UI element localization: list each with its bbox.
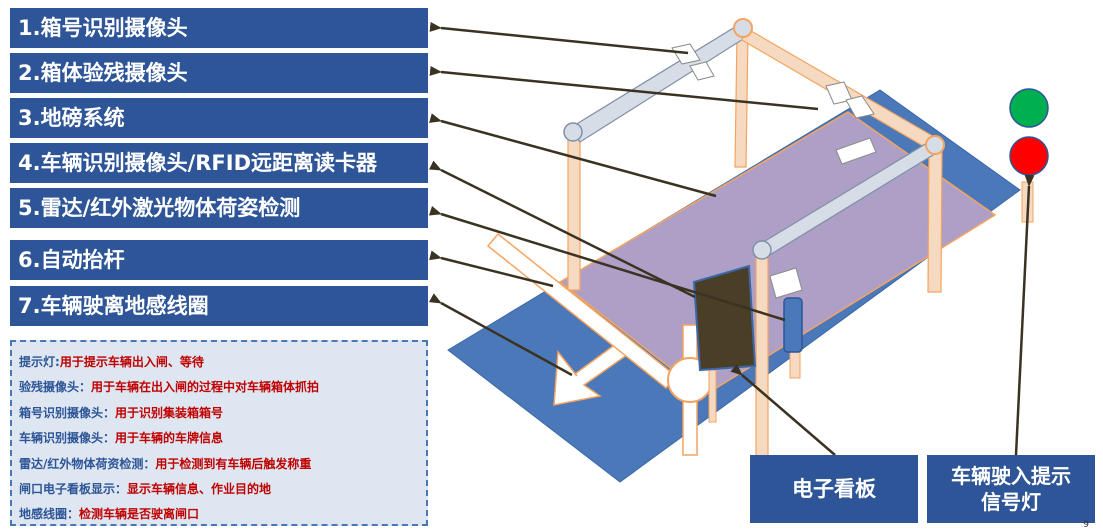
legend-key: 箱号识别摄像头：: [19, 405, 116, 420]
callout-signal-line2: 信号灯: [981, 490, 1041, 514]
legend-value: 检测车辆是否驶离闸口: [79, 507, 200, 522]
legend-key: 地感线圈：: [19, 507, 80, 522]
legend-box: 提示灯:用于提示车辆出入闸、等待 验残摄像头：用于车辆在出入闸的过程中对车辆箱体…: [10, 340, 428, 526]
label-exit-loop-detector: 7.车辆驶离地感线圈: [10, 286, 428, 326]
legend-value: 用于车辆在出入闸的过程中对车辆箱体抓拍: [91, 380, 320, 395]
electronic-board-screen: [692, 264, 757, 372]
legend-key: 车辆识别摄像头：: [19, 431, 116, 446]
legend-value: 用于提示车辆出入闸、等待: [59, 355, 204, 369]
label-damage-inspection-camera: 2.箱体验残摄像头: [10, 53, 428, 93]
pointer-arrows: [428, 21, 1035, 456]
legend-key: 验残摄像头：: [19, 380, 92, 395]
barrier-post-rear: [708, 369, 717, 423]
green-light-icon: [1009, 88, 1049, 128]
callout-signal-line1: 车辆驶入提示: [951, 464, 1071, 488]
legend-item: 箱号识别摄像头：用于识别集装箱箱号: [19, 401, 426, 426]
red-light-icon: [1009, 136, 1049, 176]
legend-item: 验残摄像头：用于车辆在出入闸的过程中对车辆箱体抓拍: [19, 375, 426, 400]
legend-value: 用于识别集装箱箱号: [115, 405, 224, 420]
legend-item: 雷达/红外物体荷资检测：用于检测到有车辆后触发称重: [19, 452, 426, 477]
label-auto-barrier: 6.自动抬杆: [10, 240, 428, 280]
legend-value: 显示车辆信息、作业目的地: [127, 481, 272, 496]
exit-arrow: [553, 336, 636, 406]
legend-key: 闸口电子看板显示：: [19, 481, 128, 496]
legend-key: 雷达/红外物体荷资检测：: [19, 456, 156, 471]
rfid-reader-icon: [783, 297, 803, 353]
legend-value: 用于检测到有车辆后触发称重: [155, 456, 312, 471]
legend-item: 闸口电子看板显示：显示车辆信息、作业目的地: [19, 477, 426, 502]
label-radar-infrared-detection: 5.雷达/红外激光物体荷姿检测: [10, 188, 428, 228]
callout-entry-signal-light: 车辆驶入提示 信号灯: [927, 455, 1095, 523]
page-number: 9: [1083, 520, 1089, 530]
legend-item: 提示灯:用于提示车辆出入闸、等待: [19, 350, 426, 375]
legend-key: 提示灯:: [19, 355, 60, 369]
legend-value: 用于车辆的车牌信息: [115, 431, 224, 446]
label-container-number-camera: 1.箱号识别摄像头: [10, 8, 428, 48]
callout-electronic-board: 电子看板: [750, 455, 918, 523]
legend-item: 地感线圈：检测车辆是否驶离闸口: [19, 502, 426, 527]
legend-item: 车辆识别摄像头：用于车辆的车牌信息: [19, 426, 426, 451]
label-weighbridge-system: 3.地磅系统: [10, 98, 428, 138]
callout-electronic-board-text: 电子看板: [792, 477, 876, 501]
label-vehicle-camera-rfid: 4.车辆识别摄像头/RFID远距离读卡器: [10, 143, 428, 183]
camera-icon: [671, 43, 877, 299]
